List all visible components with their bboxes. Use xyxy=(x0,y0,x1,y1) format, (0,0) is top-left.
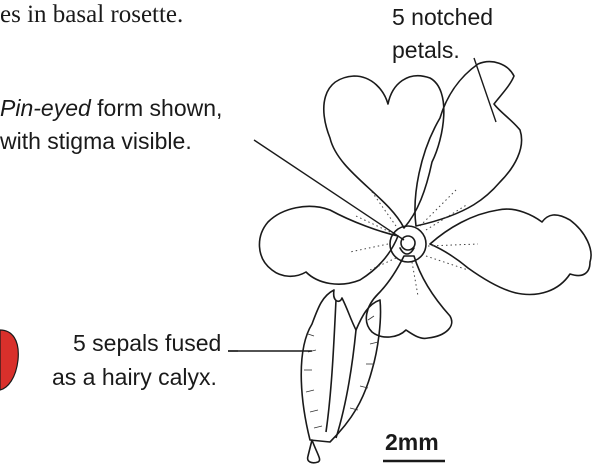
label-pin-eyed-rest: form shown, xyxy=(91,95,223,121)
left-edge-fragment xyxy=(0,330,18,390)
leader-pin-eyed xyxy=(254,140,404,240)
petal-veins xyxy=(350,190,478,296)
petal-upper-left xyxy=(324,76,444,228)
leader-petals xyxy=(474,58,496,122)
stigma xyxy=(401,236,415,250)
calyx-hairs xyxy=(304,316,378,428)
label-pin-eyed-italic: Pin-eyed xyxy=(0,95,91,121)
label-pin-eyed-line1: Pin-eyed form shown, xyxy=(0,93,222,124)
label-petals-line1: 5 notched xyxy=(392,2,493,33)
top-fragment-text: es in basal rosette. xyxy=(0,0,183,30)
label-stigma-line: with stigma visible. xyxy=(0,126,192,157)
label-sepals-line1: 5 sepals fused xyxy=(73,328,221,359)
label-petals-line2: petals. xyxy=(392,35,460,66)
petal-upper-right xyxy=(415,62,522,226)
petal-left xyxy=(259,206,398,284)
label-sepals-line2: as a hairy calyx. xyxy=(52,362,217,393)
calyx xyxy=(301,290,380,463)
petal-right xyxy=(430,209,591,294)
scale-bar-label: 2mm xyxy=(385,427,439,458)
